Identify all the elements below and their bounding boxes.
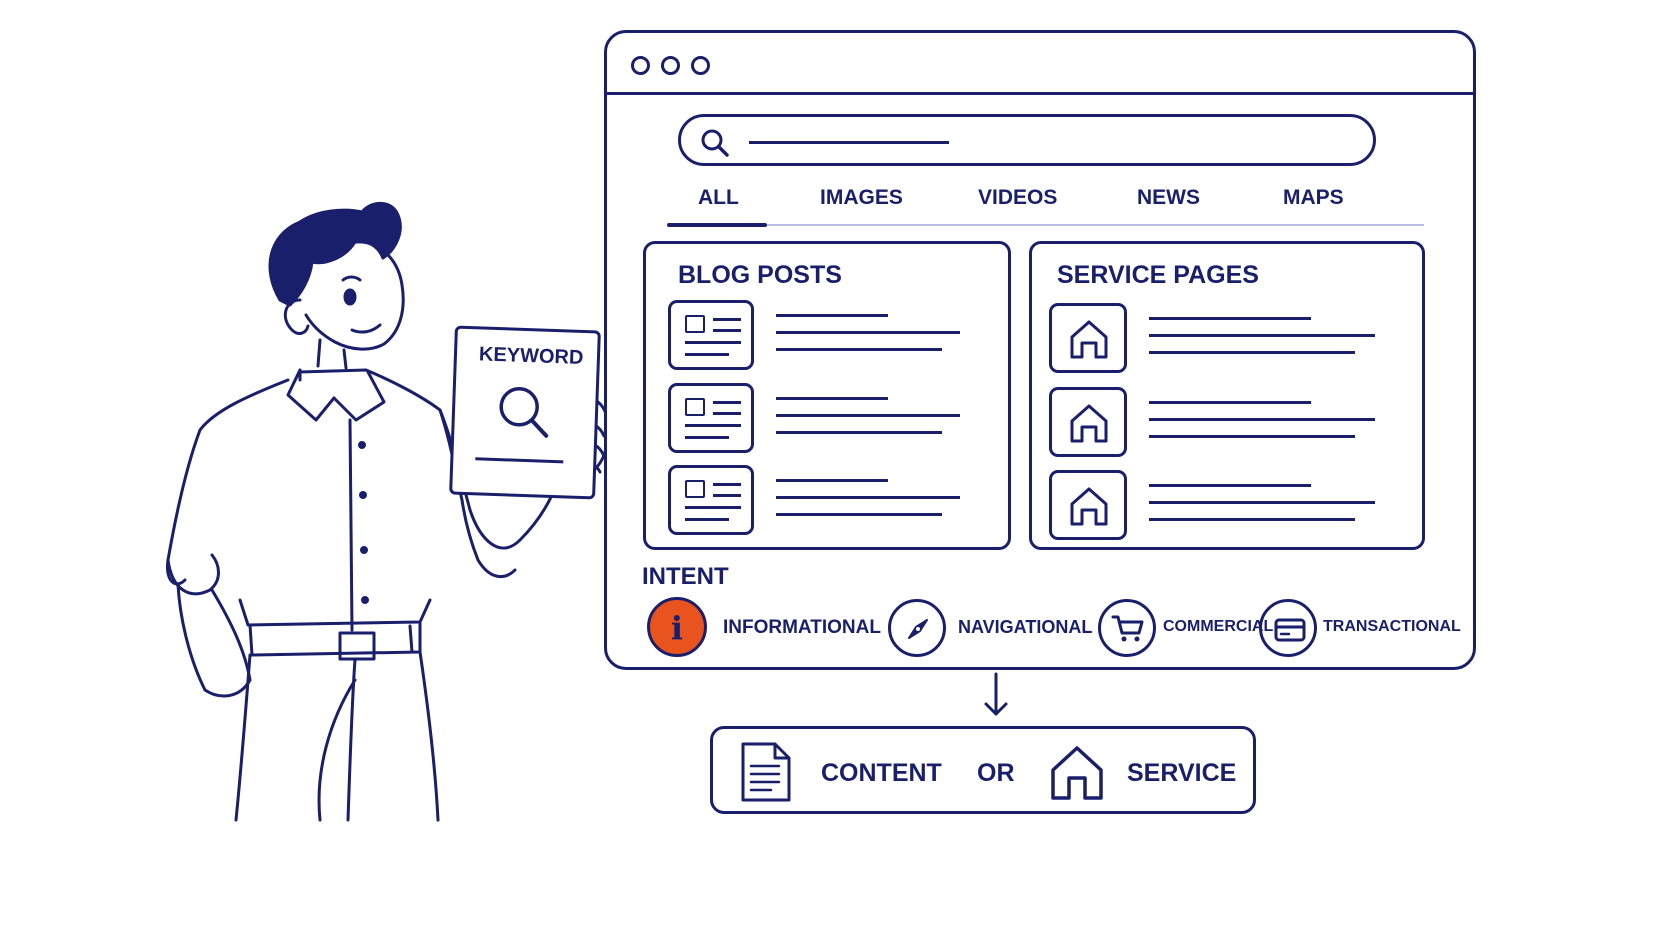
intent-label: NAVIGATIONAL (958, 617, 1093, 637)
text-line (1149, 418, 1375, 421)
info-icon: i (647, 597, 707, 657)
service-page-item[interactable] (1049, 303, 1389, 375)
tab-track (667, 224, 1424, 226)
text-line (1149, 317, 1311, 320)
window-dot[interactable] (661, 56, 680, 75)
intent-heading: INTENT (642, 563, 729, 590)
intent-label: TRANSACTIONAL (1323, 618, 1461, 635)
service-label: SERVICE (1127, 759, 1237, 787)
blog-post-item[interactable] (668, 300, 968, 372)
home-icon (1049, 387, 1127, 457)
service-pages-panel: SERVICE PAGES (1029, 241, 1425, 550)
service-page-item[interactable] (1049, 387, 1389, 459)
text-line (776, 397, 888, 400)
keyword-label: KEYWORD (478, 343, 584, 369)
or-label: OR (977, 759, 1015, 787)
intent-commercial[interactable]: COMMERCIAL (1098, 597, 1273, 663)
intent-navigational[interactable]: NAVIGATIONAL (888, 597, 1092, 663)
text-line (776, 431, 942, 434)
titlebar-divider (607, 92, 1473, 95)
text-line (1149, 334, 1375, 337)
window-dot[interactable] (631, 56, 650, 75)
tab-news[interactable]: NEWS (1137, 186, 1200, 209)
intent-informational[interactable]: i INFORMATIONAL (647, 597, 881, 663)
text-line (1149, 501, 1375, 504)
cart-icon (1098, 599, 1156, 657)
browser-window: ALL IMAGES VIDEOS NEWS MAPS BLOG POSTS S… (604, 30, 1476, 670)
service-page-item[interactable] (1049, 470, 1389, 542)
tab-active-indicator (667, 223, 767, 227)
text-line (776, 496, 960, 499)
home-icon (1049, 303, 1127, 373)
magnifier-icon (499, 387, 549, 438)
search-icon (701, 129, 729, 157)
text-line (776, 331, 960, 334)
home-icon (1051, 746, 1103, 800)
service-pages-title: SERVICE PAGES (1057, 261, 1259, 289)
search-input[interactable] (678, 114, 1376, 166)
home-icon (1049, 470, 1127, 540)
text-line (776, 414, 960, 417)
article-icon (668, 300, 754, 370)
article-icon (668, 465, 754, 535)
tab-videos[interactable]: VIDEOS (978, 186, 1058, 209)
blog-post-item[interactable] (668, 465, 968, 537)
blog-posts-title: BLOG POSTS (678, 261, 842, 289)
credit-card-icon (1259, 599, 1317, 657)
text-line (776, 348, 942, 351)
intent-label: COMMERCIAL (1163, 618, 1274, 635)
content-label: CONTENT (821, 759, 942, 787)
text-line (1149, 484, 1311, 487)
text-line (776, 513, 942, 516)
blog-posts-panel: BLOG POSTS (643, 241, 1011, 550)
text-line (1149, 518, 1355, 521)
text-line (1149, 435, 1355, 438)
compass-icon (888, 599, 946, 657)
intent-transactional[interactable]: TRANSACTIONAL (1259, 597, 1461, 663)
tab-images[interactable]: IMAGES (820, 186, 903, 209)
search-query-placeholder (749, 141, 949, 144)
document-icon (741, 742, 791, 802)
tab-maps[interactable]: MAPS (1283, 186, 1344, 209)
keyword-card: KEYWORD (449, 325, 601, 500)
keyword-underline (475, 457, 564, 464)
text-line (776, 314, 888, 317)
window-dot[interactable] (691, 56, 710, 75)
text-line (1149, 401, 1311, 404)
blog-post-item[interactable] (668, 383, 968, 455)
down-arrow-icon (984, 672, 1008, 716)
tab-all[interactable]: ALL (698, 186, 739, 209)
article-icon (668, 383, 754, 453)
intent-label: INFORMATIONAL (723, 617, 881, 638)
result-box: CONTENT OR SERVICE (710, 726, 1256, 814)
text-line (776, 479, 888, 482)
text-line (1149, 351, 1355, 354)
